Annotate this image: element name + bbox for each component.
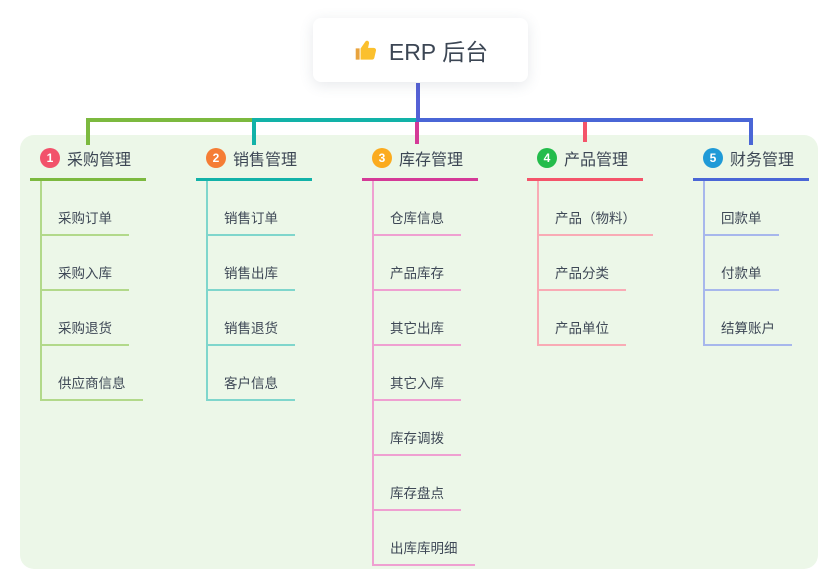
branch-number-badge: 4 bbox=[537, 148, 557, 168]
child-node[interactable]: 销售退货 bbox=[206, 291, 316, 346]
child-node[interactable]: 采购退货 bbox=[40, 291, 150, 346]
branch-title[interactable]: 1 采购管理 bbox=[30, 146, 146, 181]
drop-line-branch-2 bbox=[252, 118, 256, 145]
branch-title[interactable]: 2 销售管理 bbox=[196, 146, 312, 181]
child-node[interactable]: 结算账户 bbox=[703, 291, 813, 346]
child-label: 采购订单 bbox=[40, 207, 129, 236]
child-label: 仓库信息 bbox=[372, 207, 461, 236]
child-node[interactable]: 产品分类 bbox=[537, 236, 647, 291]
branch-1: 1 采购管理 采购订单采购入库采购退货供应商信息 bbox=[30, 146, 150, 401]
child-label: 库存调拨 bbox=[372, 427, 461, 456]
branch-label: 库存管理 bbox=[399, 152, 464, 169]
child-label: 产品库存 bbox=[372, 262, 461, 291]
branch-2: 2 销售管理 销售订单销售出库销售退货客户信息 bbox=[196, 146, 316, 401]
branch-title[interactable]: 4 产品管理 bbox=[527, 146, 643, 181]
branch-children: 回款单付款单结算账户 bbox=[703, 181, 813, 346]
child-label: 销售退货 bbox=[206, 317, 295, 346]
child-node[interactable]: 库存盘点 bbox=[372, 456, 482, 511]
child-node[interactable]: 其它出库 bbox=[372, 291, 482, 346]
child-node[interactable]: 仓库信息 bbox=[372, 181, 482, 236]
child-label: 其它入库 bbox=[372, 372, 461, 401]
child-node[interactable]: 采购订单 bbox=[40, 181, 150, 236]
child-label: 产品单位 bbox=[537, 317, 626, 346]
bus-segment-green bbox=[86, 118, 254, 122]
branch-title[interactable]: 5 财务管理 bbox=[693, 146, 809, 181]
bus-segment-teal bbox=[252, 118, 418, 122]
branch-number-badge: 5 bbox=[703, 148, 723, 168]
child-node[interactable]: 其它入库 bbox=[372, 346, 482, 401]
root-node[interactable]: ERP 后台 bbox=[313, 18, 528, 82]
branch-children: 仓库信息产品库存其它出库其它入库库存调拨库存盘点出库库明细 bbox=[372, 181, 482, 566]
branch-label: 采购管理 bbox=[67, 152, 132, 169]
branch-5: 5 财务管理 回款单付款单结算账户 bbox=[693, 146, 813, 346]
thumbs-up-icon bbox=[353, 37, 379, 63]
children-connector-line bbox=[206, 181, 208, 401]
child-node[interactable]: 采购入库 bbox=[40, 236, 150, 291]
branch-label: 财务管理 bbox=[730, 152, 795, 169]
child-label: 回款单 bbox=[703, 207, 779, 236]
child-node[interactable]: 产品单位 bbox=[537, 291, 647, 346]
child-label: 产品（物料） bbox=[537, 207, 653, 236]
child-label: 结算账户 bbox=[703, 317, 792, 346]
children-connector-line bbox=[703, 181, 705, 346]
child-node[interactable]: 产品（物料） bbox=[537, 181, 653, 236]
child-node[interactable]: 回款单 bbox=[703, 181, 813, 236]
drop-line-branch-4 bbox=[583, 122, 587, 142]
child-label: 供应商信息 bbox=[40, 372, 143, 401]
branch-children: 销售订单销售出库销售退货客户信息 bbox=[206, 181, 316, 401]
child-node[interactable]: 销售订单 bbox=[206, 181, 316, 236]
bus-segment-blue bbox=[416, 118, 753, 122]
drop-line-branch-1 bbox=[86, 118, 90, 145]
branch-label: 产品管理 bbox=[564, 152, 629, 169]
child-node[interactable]: 供应商信息 bbox=[40, 346, 150, 401]
child-node[interactable]: 产品库存 bbox=[372, 236, 482, 291]
child-label: 付款单 bbox=[703, 262, 779, 291]
child-label: 其它出库 bbox=[372, 317, 461, 346]
child-node[interactable]: 销售出库 bbox=[206, 236, 316, 291]
branch-4: 4 产品管理 产品（物料） 产品分类产品单位 bbox=[527, 146, 653, 346]
branch-number-badge: 1 bbox=[40, 148, 60, 168]
branch-number-badge: 3 bbox=[372, 148, 392, 168]
branch-label: 销售管理 bbox=[233, 152, 298, 169]
drop-line-branch-5 bbox=[749, 118, 753, 145]
child-label: 销售订单 bbox=[206, 207, 295, 236]
children-connector-line bbox=[372, 181, 374, 566]
branch-title[interactable]: 3 库存管理 bbox=[362, 146, 478, 181]
branch-number-badge: 2 bbox=[206, 148, 226, 168]
root-stem-line bbox=[416, 83, 420, 122]
branch-3: 3 库存管理 仓库信息产品库存其它出库其它入库库存调拨库存盘点出库库明细 bbox=[362, 146, 482, 566]
branch-children: 产品（物料） 产品分类产品单位 bbox=[537, 181, 653, 346]
branches-panel bbox=[20, 135, 818, 569]
branch-children: 采购订单采购入库采购退货供应商信息 bbox=[40, 181, 150, 401]
child-label: 销售出库 bbox=[206, 262, 295, 291]
root-label: ERP 后台 bbox=[388, 39, 489, 65]
child-label: 采购入库 bbox=[40, 262, 129, 291]
child-label: 采购退货 bbox=[40, 317, 129, 346]
child-label: 产品分类 bbox=[537, 262, 626, 291]
child-label: 客户信息 bbox=[206, 372, 295, 401]
child-node[interactable]: 出库库明细 bbox=[372, 511, 482, 566]
child-label: 出库库明细 bbox=[372, 537, 475, 566]
child-node[interactable]: 付款单 bbox=[703, 236, 813, 291]
children-connector-line bbox=[537, 181, 539, 346]
child-label: 库存盘点 bbox=[372, 482, 461, 511]
child-node[interactable]: 客户信息 bbox=[206, 346, 316, 401]
children-connector-line bbox=[40, 181, 42, 401]
child-node[interactable]: 库存调拨 bbox=[372, 401, 482, 456]
drop-line-branch-3 bbox=[415, 122, 419, 144]
